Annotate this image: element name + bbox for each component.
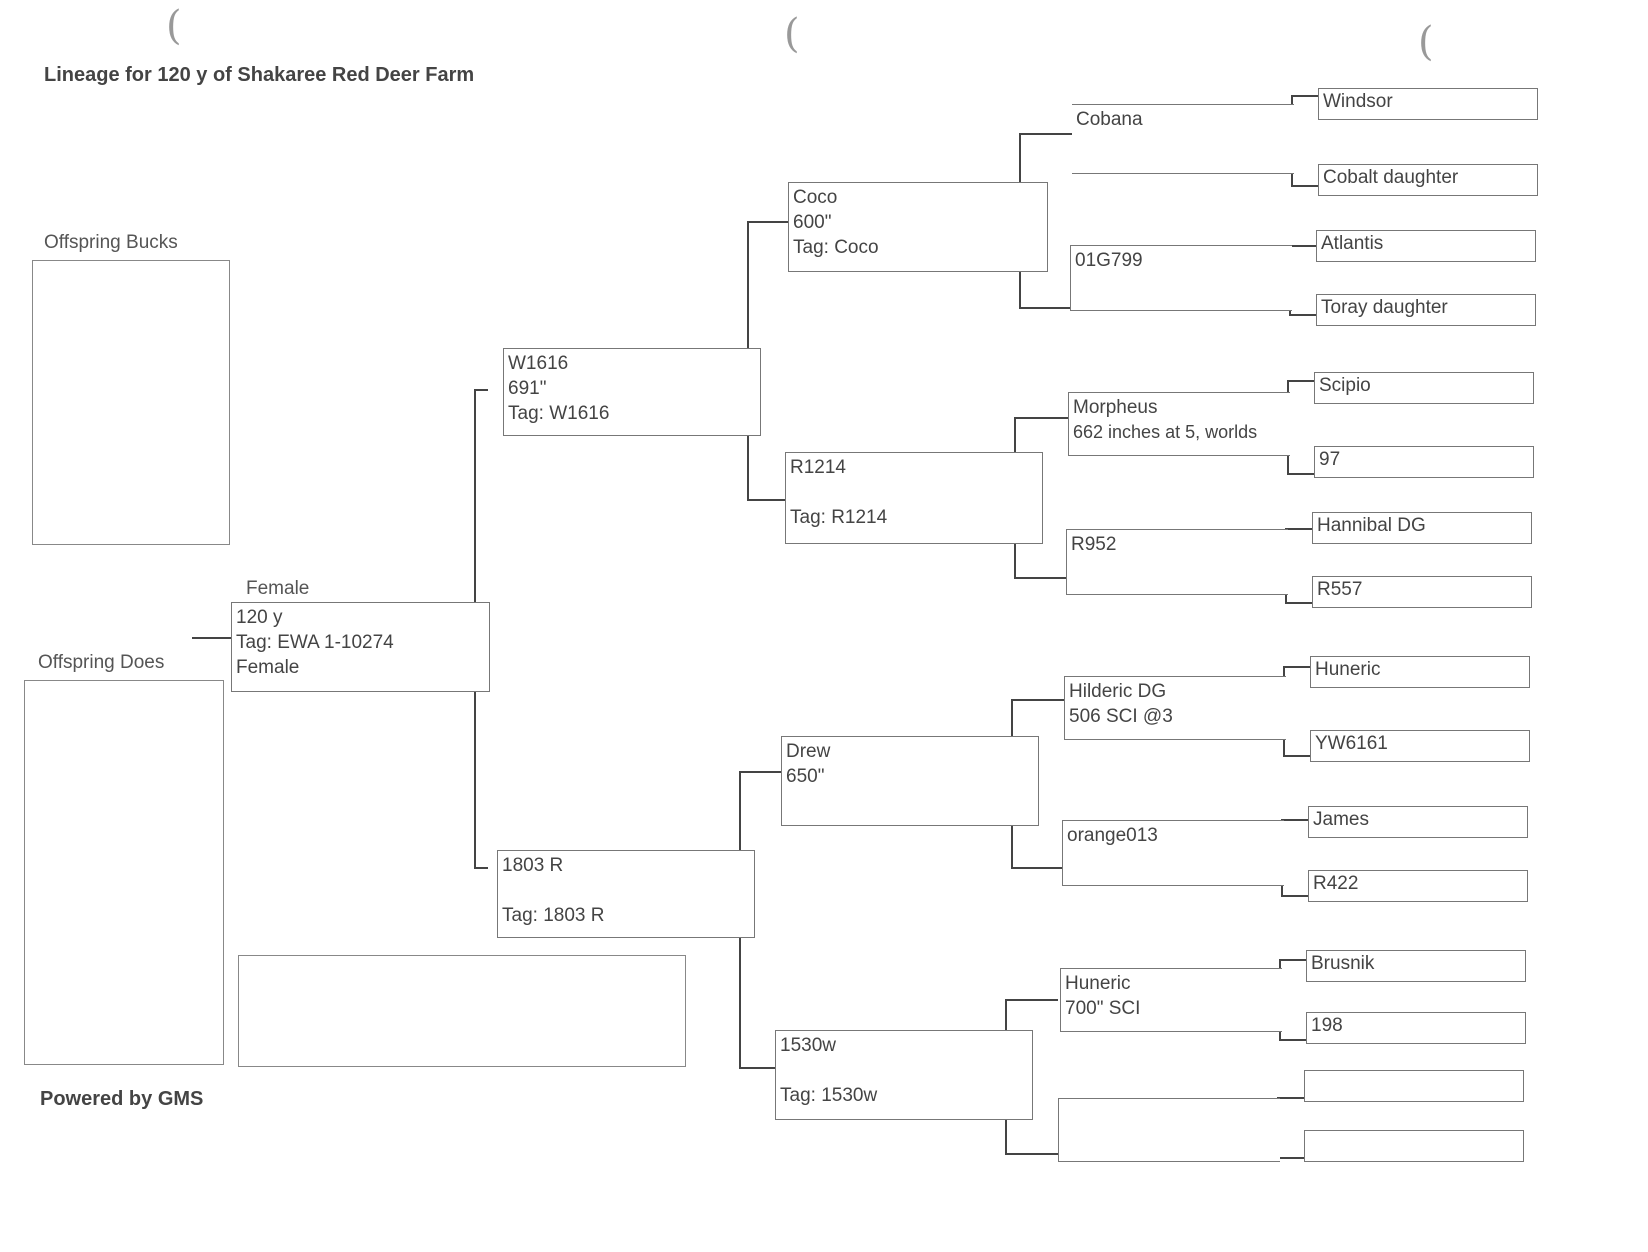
dam-tag: Tag: 1803 R	[502, 905, 605, 926]
notes-box	[238, 955, 686, 1067]
gen3-card-morpheus[interactable]: Morpheus 662 inches at 5, worlds	[1068, 392, 1290, 456]
gen4-ancestor-card[interactable]	[1304, 1070, 1524, 1102]
ancestor-name: Hilderic DG	[1069, 681, 1167, 702]
gen4-ancestor-card[interactable]: 97	[1314, 446, 1534, 478]
binder-hole-mark: (	[784, 11, 800, 57]
gen4-ancestor-card[interactable]: Atlantis	[1316, 230, 1536, 262]
offspring-does-label: Offspring Does	[38, 652, 165, 673]
ancestor-name: Atlantis	[1321, 233, 1384, 254]
gen4-ancestor-card[interactable]: R422	[1308, 870, 1528, 902]
dam-name: 1803 R	[502, 855, 564, 876]
ancestor-name: 01G799	[1075, 250, 1143, 271]
ancestor-name: Scipio	[1319, 375, 1371, 396]
ancestor-tag: Tag: 1530w	[780, 1085, 878, 1106]
ancestor-score: 650"	[786, 766, 825, 787]
ancestor-name: James	[1313, 809, 1369, 830]
gen4-ancestor-card[interactable]: R557	[1312, 576, 1532, 608]
ancestor-tag: Tag: R1214	[790, 507, 888, 528]
gen4-ancestor-card[interactable]	[1304, 1130, 1524, 1162]
ancestor-name: Cobana	[1076, 109, 1143, 130]
gen4-ancestor-card[interactable]: YW6161	[1310, 730, 1530, 762]
gen4-ancestor-card[interactable]: Huneric	[1310, 656, 1530, 688]
binder-hole-mark: (	[1418, 19, 1434, 65]
sire-name: W1616	[508, 353, 569, 374]
ancestor-name: Huneric	[1065, 973, 1131, 994]
subject-sex: Female	[236, 657, 300, 678]
gen4-ancestor-card[interactable]: Cobalt daughter	[1318, 164, 1538, 196]
gen4-ancestor-card[interactable]: Toray daughter	[1316, 294, 1536, 326]
offspring-does-box	[24, 680, 224, 1065]
subject-header: Female	[246, 578, 310, 599]
gen3-card-hilderic[interactable]: Hilderic DG 506 SCI @3	[1064, 676, 1286, 740]
dam-sire-card[interactable]: Drew 650"	[781, 736, 1039, 826]
ancestor-name: Windsor	[1323, 91, 1393, 112]
ancestor-name: 97	[1319, 449, 1341, 470]
gen3-card-orange013[interactable]: orange013	[1062, 820, 1284, 886]
gen4-ancestor-card[interactable]: James	[1308, 806, 1528, 838]
ancestor-note: 662 inches at 5, worlds	[1073, 422, 1258, 442]
ancestor-name: Drew	[786, 741, 831, 762]
gen3-card-cobana[interactable]: Cobana	[1072, 104, 1294, 174]
subject-tag: Tag: EWA 1-10274	[236, 632, 394, 653]
ancestor-name: Morpheus	[1073, 397, 1158, 418]
gen4-ancestor-card[interactable]: Windsor	[1318, 88, 1538, 120]
ancestor-name: YW6161	[1315, 733, 1388, 754]
ancestor-name: R557	[1317, 579, 1363, 600]
gen4-ancestor-card[interactable]: Scipio	[1314, 372, 1534, 404]
powered-by-footer: Powered by GMS	[40, 1088, 204, 1110]
gen3-card-r952[interactable]: R952	[1066, 529, 1288, 595]
ancestor-name: 198	[1311, 1015, 1343, 1036]
subject-card[interactable]: 120 y Tag: EWA 1-10274 Female	[231, 602, 490, 692]
ancestor-name: Toray daughter	[1321, 297, 1448, 318]
ancestor-score: 600"	[793, 212, 832, 233]
ancestor-name: Brusnik	[1311, 953, 1375, 974]
sire-score: 691"	[508, 378, 547, 399]
connector-line	[1289, 245, 1316, 316]
connector-line	[1287, 380, 1314, 475]
dam-score	[502, 878, 750, 903]
sire-tag: Tag: W1616	[508, 403, 610, 424]
ancestor-name: Cobalt daughter	[1323, 167, 1459, 188]
gen4-ancestor-card[interactable]: Hannibal DG	[1312, 512, 1532, 544]
gen3-card-01g799[interactable]: 01G799	[1070, 245, 1292, 311]
ancestor-score	[780, 1058, 1028, 1083]
subject-name: 120 y	[236, 607, 283, 628]
ancestor-name: Coco	[793, 187, 838, 208]
connector-line	[1291, 95, 1318, 187]
gen3-card-huneric[interactable]: Huneric 700" SCI	[1060, 968, 1282, 1032]
ancestor-name: R952	[1071, 534, 1117, 555]
gen3-card-empty[interactable]	[1058, 1098, 1280, 1162]
ancestor-score	[790, 480, 1038, 505]
connector-line	[1285, 528, 1312, 604]
gen4-ancestor-card[interactable]: Brusnik	[1306, 950, 1526, 982]
connector-line	[1279, 959, 1306, 1041]
ancestor-name: Hannibal DG	[1317, 515, 1426, 536]
ancestor-name: R1214	[790, 457, 846, 478]
dam-card[interactable]: 1803 R Tag: 1803 R	[497, 850, 755, 938]
dam-dam-card[interactable]: 1530w Tag: 1530w	[775, 1030, 1033, 1120]
connector-line	[1281, 819, 1308, 897]
offspring-bucks-label: Offspring Bucks	[44, 232, 178, 253]
offspring-bucks-box	[32, 260, 230, 545]
gen4-ancestor-card[interactable]: 198	[1306, 1012, 1526, 1044]
connector-line	[1277, 1097, 1304, 1159]
ancestor-name: R422	[1313, 873, 1359, 894]
ancestor-note: 506 SCI @3	[1069, 706, 1173, 727]
sire-sire-card[interactable]: Coco 600" Tag: Coco	[788, 182, 1048, 272]
ancestor-name: orange013	[1067, 825, 1158, 846]
ancestor-tag: Tag: Coco	[793, 237, 879, 258]
binder-hole-mark: (	[166, 3, 182, 49]
sire-card[interactable]: W1616 691" Tag: W1616	[503, 348, 761, 436]
ancestor-name: 1530w	[780, 1035, 836, 1056]
page-title: Lineage for 120 y of Shakaree Red Deer F…	[44, 64, 475, 86]
sire-dam-card[interactable]: R1214 Tag: R1214	[785, 452, 1043, 544]
ancestor-note: 700" SCI	[1065, 998, 1141, 1019]
ancestor-name: Huneric	[1315, 659, 1381, 680]
connector-line	[1283, 666, 1310, 757]
